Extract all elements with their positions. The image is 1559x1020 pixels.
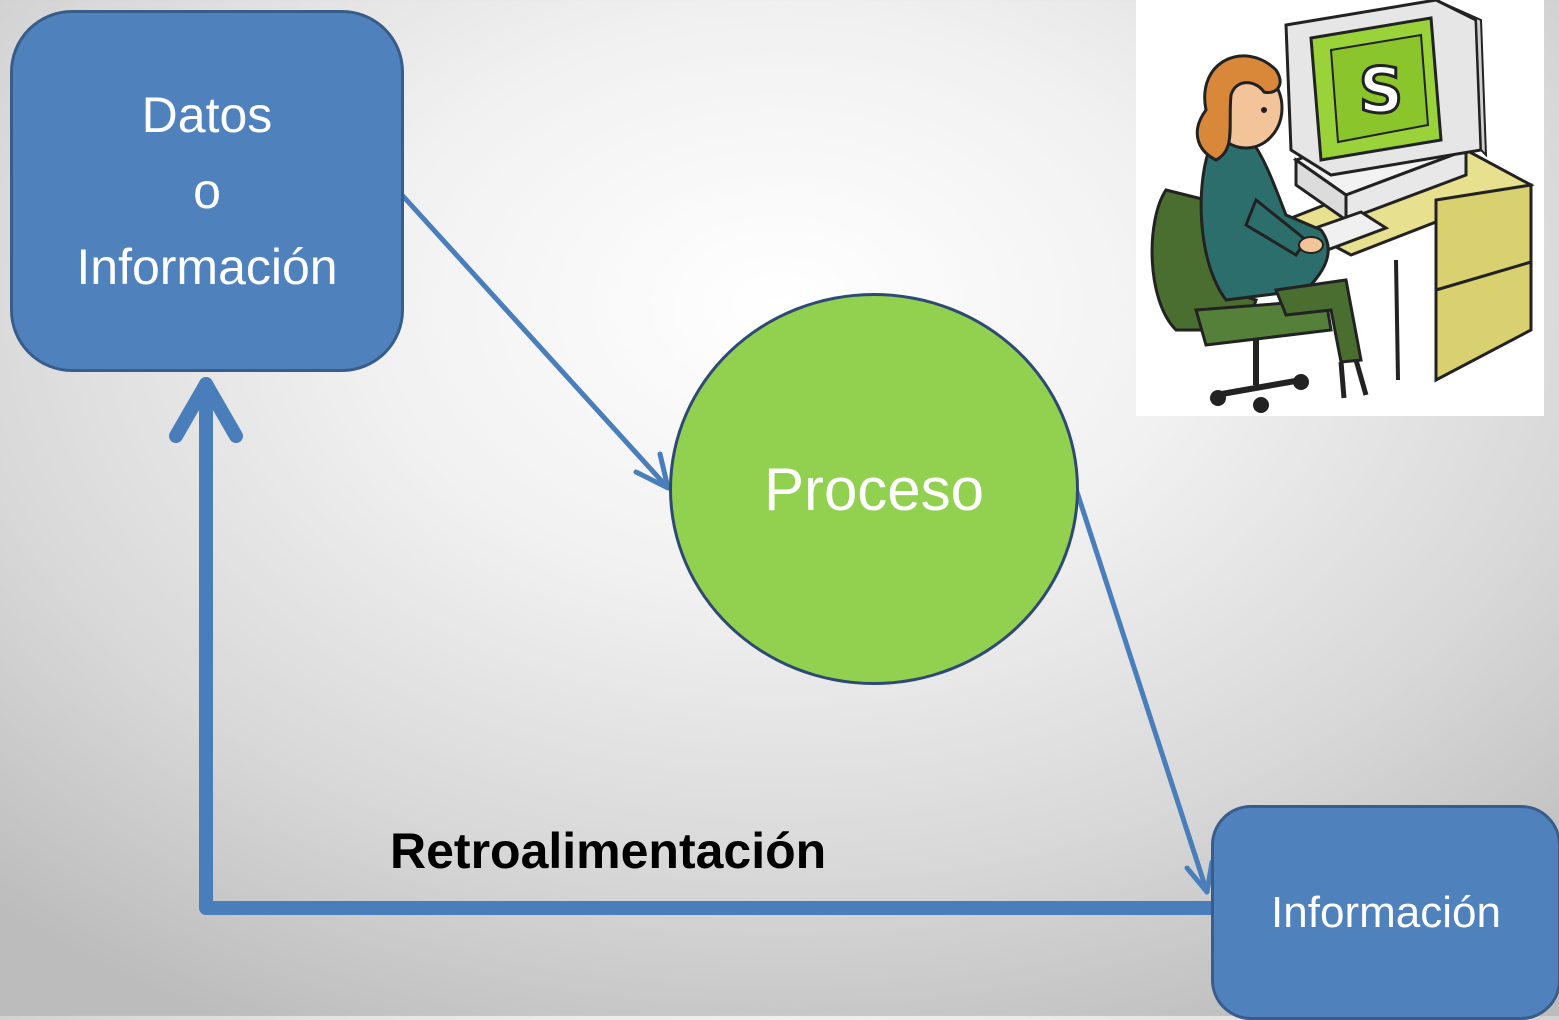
- output-box: Información: [1211, 805, 1559, 1020]
- input-box: Datos o Información: [10, 10, 404, 372]
- input-box-line-2: o: [193, 163, 221, 219]
- arrow-process-to-output: [1074, 489, 1215, 895]
- arrow-input-to-process: [399, 192, 671, 491]
- feedback-label: Retroalimentación: [390, 823, 827, 879]
- arrow-feedback: [169, 377, 1219, 915]
- input-box-line-1: Datos: [141, 87, 273, 143]
- screen-letter: S: [1359, 54, 1404, 127]
- output-box-label: Información: [1271, 887, 1501, 937]
- person-at-computer-illustration: S: [1136, 0, 1544, 416]
- process-label: Proceso: [763, 455, 985, 523]
- process-node: Proceso: [669, 293, 1079, 685]
- person-at-computer-icon: S: [1150, 0, 1535, 413]
- input-box-line-3: Información: [76, 239, 338, 295]
